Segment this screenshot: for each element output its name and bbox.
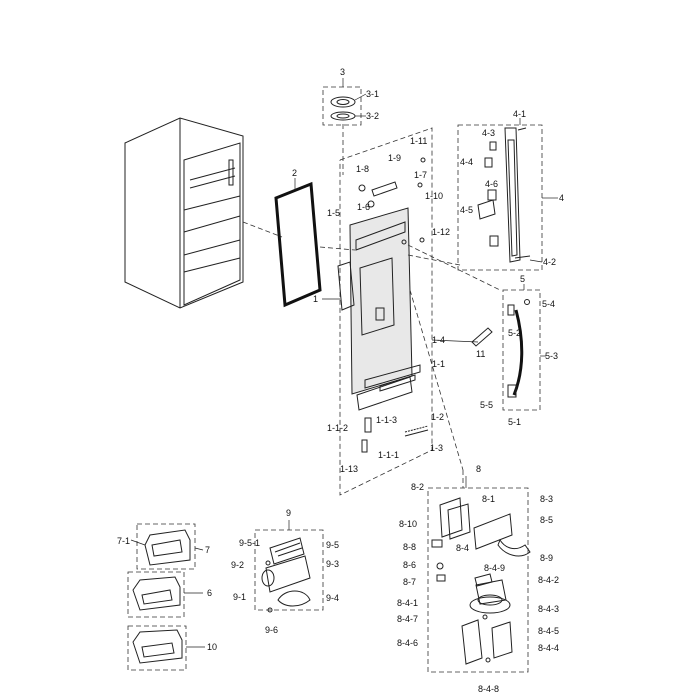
label-1-6: 1-6: [357, 202, 370, 212]
refrigerator-cabinet: [124, 117, 244, 309]
label-8-4-7: 8-4-7: [397, 614, 418, 624]
label-1-13: 1-13: [340, 464, 358, 474]
label-11: 11: [476, 349, 485, 359]
label-4-4: 4-4: [460, 157, 473, 167]
label-8-7: 8-7: [403, 577, 416, 587]
label-7-1: 7-1: [117, 536, 130, 546]
label-8-4-8: 8-4-8: [478, 684, 499, 694]
label-1-3: 1-3: [430, 443, 443, 453]
label-5: 5: [520, 274, 525, 284]
ice-maker-assembly-9: [254, 529, 324, 613]
label-7: 7: [205, 545, 210, 555]
label-1-12: 1-12: [432, 227, 450, 237]
label-8-4-6: 8-4-6: [397, 638, 418, 648]
label-8-1: 8-1: [482, 494, 495, 504]
label-4: 4: [559, 193, 564, 203]
label-8-10: 8-10: [399, 519, 417, 529]
bin-7: [136, 523, 196, 570]
label-8-4-5: 8-4-5: [538, 626, 559, 636]
label-6: 6: [207, 588, 212, 598]
label-1-10: 1-10: [425, 191, 443, 201]
label-10: 10: [207, 642, 217, 652]
label-9-5: 9-5: [326, 540, 339, 550]
label-1-11: 1-11: [410, 136, 427, 146]
connector-lines: [242, 124, 501, 488]
label-5-4: 5-4: [542, 299, 555, 309]
label-8-4-9: 8-4-9: [484, 563, 505, 573]
label-8-4: 8-4: [456, 543, 469, 553]
label-9-2: 9-2: [231, 560, 244, 570]
label-8-2: 8-2: [411, 482, 424, 492]
label-9-3: 9-3: [326, 559, 339, 569]
label-2: 2: [292, 168, 297, 178]
label-9-1: 9-1: [233, 592, 246, 602]
bin-6: [127, 571, 185, 618]
label-5-3: 5-3: [545, 351, 558, 361]
hinge-cap-parts: [322, 86, 362, 126]
label-9-6: 9-6: [265, 625, 278, 635]
label-1-1: 1-1: [432, 359, 445, 369]
label-9-5-1: 9-5-1: [239, 538, 260, 548]
label-1-3-b: 1-1-3: [376, 415, 397, 425]
label-1-1-2: 1-1-2: [327, 423, 348, 433]
bottom-handle-parts: [502, 289, 541, 411]
label-9: 9: [286, 508, 291, 518]
label-8-4-1: 8-4-1: [397, 598, 418, 608]
cover-part-11: [471, 327, 493, 347]
label-1: 1: [313, 294, 318, 304]
door-gasket: [274, 181, 322, 308]
label-1-5: 1-5: [327, 208, 340, 218]
label-5-2: 5-2: [508, 328, 521, 338]
label-4-5: 4-5: [460, 205, 473, 215]
bin-10: [127, 625, 187, 671]
label-3-1: 3-1: [366, 89, 379, 99]
label-8-8: 8-8: [403, 542, 416, 552]
label-1-2: 1-2: [431, 412, 444, 422]
label-4-3: 4-3: [482, 128, 495, 138]
label-8-9: 8-9: [540, 553, 553, 563]
label-1-9: 1-9: [388, 153, 401, 163]
label-4-1: 4-1: [513, 109, 526, 119]
label-8: 8: [476, 464, 481, 474]
label-9-4: 9-4: [326, 593, 339, 603]
label-8-4-3: 8-4-3: [538, 604, 559, 614]
label-1-1-1: 1-1-1: [378, 450, 399, 460]
door-assembly: [337, 127, 433, 496]
label-1-4: 1-4: [432, 335, 445, 345]
label-5-1: 5-1: [508, 417, 521, 427]
label-3-2: 3-2: [366, 111, 379, 121]
label-8-3: 8-3: [540, 494, 553, 504]
label-1-7: 1-7: [414, 170, 427, 180]
label-8-5: 8-5: [540, 515, 553, 525]
part-labels: 3 3-1 3-2 2 1 1-11 1-8 1-9 1-7 1-10 1-6 …: [117, 67, 564, 694]
label-8-6: 8-6: [403, 560, 416, 570]
label-3: 3: [340, 67, 345, 77]
label-4-2: 4-2: [543, 257, 556, 267]
label-5-5: 5-5: [480, 400, 493, 410]
door-handle-parts: [457, 124, 543, 271]
leader-lines: [130, 78, 558, 648]
label-1-8: 1-8: [356, 164, 369, 174]
label-4-6: 4-6: [485, 179, 498, 189]
label-8-4-4: 8-4-4: [538, 643, 559, 653]
dispenser-assembly-8: [427, 487, 531, 673]
label-8-4-2: 8-4-2: [538, 575, 559, 585]
